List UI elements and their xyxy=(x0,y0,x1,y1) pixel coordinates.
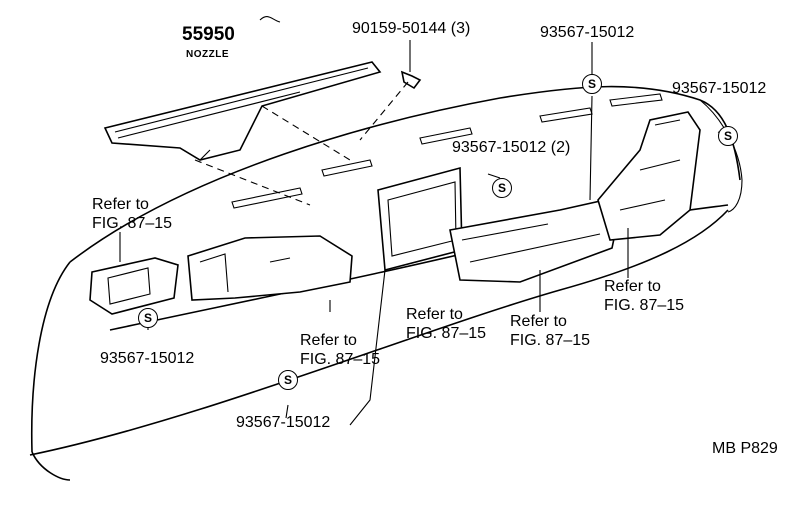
screw-part-number: 90159-50144 (3) xyxy=(352,20,471,37)
clip-part-number-bottom: 93567-15012 xyxy=(236,414,331,431)
ref-center-line2: FIG. 87–15 xyxy=(406,325,487,342)
nozzle-leader xyxy=(259,16,281,23)
defroster-slot xyxy=(609,93,663,107)
leader-clip-top xyxy=(589,42,593,201)
clip-part-number-left: 93567-15012 xyxy=(100,350,195,367)
ref-right-line2: FIG. 87–15 xyxy=(604,297,685,314)
ref-left-line1: Refer to xyxy=(92,196,149,213)
nozzle-guide-line xyxy=(194,105,351,206)
nozzle-slot xyxy=(114,67,369,139)
panel-right-rim xyxy=(699,99,743,213)
left-register-face xyxy=(107,267,151,305)
left-duct xyxy=(187,235,353,301)
ref-left-line2: FIG. 87–15 xyxy=(92,215,173,232)
panel-bottom-curve xyxy=(31,451,71,481)
clip-marker-left: S xyxy=(138,308,158,328)
clip-marker-center: S xyxy=(492,178,512,198)
leader-ref-center xyxy=(349,269,386,426)
right-side-duct xyxy=(597,111,701,241)
left-register xyxy=(89,257,179,315)
ref-mid-line1: Refer to xyxy=(300,332,357,349)
right-side-detail xyxy=(619,119,681,211)
panel-top-edge xyxy=(69,85,741,263)
screw-icon xyxy=(400,70,422,90)
nozzle-part-name: NOZZLE xyxy=(186,49,229,60)
panel-lower-edge xyxy=(29,209,729,456)
left-duct-detail xyxy=(199,253,291,293)
defroster-slot xyxy=(321,159,373,177)
center-register-duct xyxy=(449,199,621,283)
ref-right-line1: Refer to xyxy=(604,278,661,295)
clip-part-number-right: 93567-15012 xyxy=(672,80,767,97)
nozzle-part-number: 55950 xyxy=(182,24,235,45)
center-register-detail xyxy=(461,223,601,263)
defroster-slot xyxy=(539,107,593,123)
screw-guide-line xyxy=(359,81,409,141)
defroster-slot xyxy=(419,127,473,145)
clip-part-number-center: 93567-15012 (2) xyxy=(452,139,571,156)
leader-clip-center xyxy=(487,173,501,179)
defroster-slot xyxy=(231,187,303,209)
clip-marker-bottom: S xyxy=(278,370,298,390)
ref-right-center-line2: FIG. 87–15 xyxy=(510,332,591,349)
nozzle-foot xyxy=(179,147,211,161)
clip-part-number-top: 93567-15012 xyxy=(540,24,635,41)
clip-marker-top: S xyxy=(582,74,602,94)
panel-left-edge xyxy=(30,261,71,453)
diagram-code: MB P829 xyxy=(712,440,778,457)
ref-mid-line2: FIG. 87–15 xyxy=(300,351,381,368)
ref-right-center-line1: Refer to xyxy=(510,313,567,330)
ref-center-line1: Refer to xyxy=(406,306,463,323)
clip-marker-right: S xyxy=(718,126,738,146)
defroster-nozzle xyxy=(103,61,382,161)
